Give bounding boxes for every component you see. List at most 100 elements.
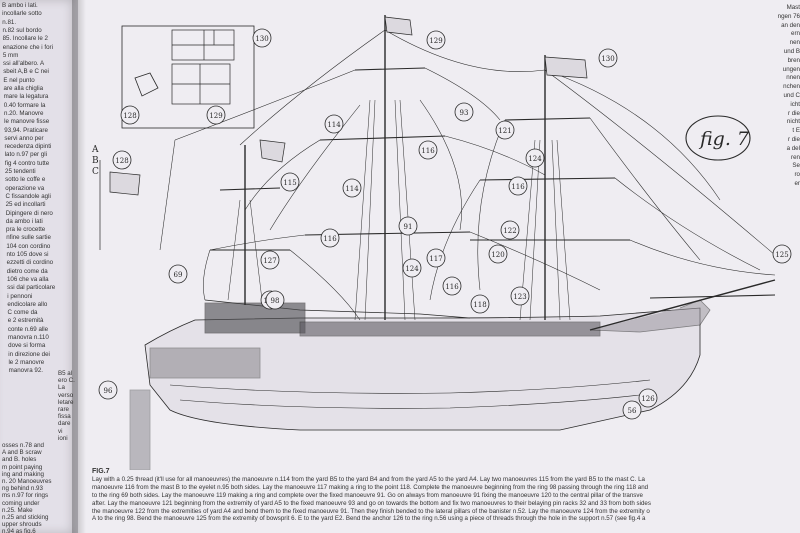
callout-circle: [622, 400, 642, 420]
callout-circle: [500, 220, 520, 240]
caption-line: after. Lay the manoeuvre 121 beginning f…: [92, 499, 651, 507]
fig-label-oval: [685, 115, 751, 161]
callout-circle: [398, 216, 418, 236]
callout-number: 96: [104, 387, 113, 395]
left-column-line: 93,94. Praticare: [4, 126, 48, 134]
callout-number: 129: [209, 112, 222, 120]
header-text-line: t E: [792, 127, 800, 135]
left-column-line: letare: [58, 398, 74, 406]
callout-circle: [488, 244, 508, 264]
callout-circle: [418, 140, 438, 160]
callout-circle: [402, 258, 422, 278]
flag-detail-box: [121, 25, 255, 129]
header-text-line: Se: [792, 162, 800, 170]
left-column-line: verso: [58, 391, 74, 399]
callout-circle: [320, 228, 340, 248]
masts: [244, 15, 776, 331]
left-column-line: are alla chiglia: [3, 85, 44, 92]
fore-flag: [259, 139, 286, 163]
callout-number: 126: [641, 395, 655, 403]
callout-number: 117: [429, 255, 442, 263]
header-text-line: bren: [787, 56, 800, 64]
callout-circle: [426, 30, 446, 50]
left-column-line: sbeit A,B e C nei: [3, 68, 49, 76]
caption-line: the manoeuvre 122 from the extremities o…: [92, 507, 650, 515]
header-text-line: nicht: [786, 118, 800, 126]
left-column-line: le manovre fisse: [4, 118, 50, 126]
callout-circle: [168, 264, 188, 284]
flags: [99, 16, 588, 250]
left-column-line: ioni: [58, 434, 68, 442]
left-column-line: 0.40 formare la: [3, 101, 46, 109]
left-column-line: B5 al: [58, 370, 73, 377]
callout-circle: [442, 276, 462, 296]
callout-number: 124: [405, 265, 419, 273]
left-column-line: endicolare allo: [7, 300, 48, 308]
left-column-line: A and B scraw: [2, 449, 42, 457]
flag-letter-a: A: [91, 145, 99, 155]
left-column-line: nfine sulle sartie: [6, 234, 51, 242]
caption-line: Lay with a 0.25 thread (it'll use for al…: [92, 475, 645, 483]
left-column-line: n. 20 Manoeuvres: [2, 478, 52, 485]
header-text-line: a del: [786, 144, 800, 152]
left-column-line: n.94 as fig.6: [2, 528, 36, 533]
page-fold-shadow: [72, 0, 86, 533]
callout-number: 116: [511, 183, 525, 191]
callout-circle: [772, 244, 792, 264]
callout-circle: [324, 114, 344, 134]
left-column-line: 25 tendenti: [5, 168, 36, 175]
callout-circle: [470, 294, 490, 314]
callout-number: 93: [460, 109, 469, 117]
callout-circle: [638, 388, 658, 408]
callout-number: 128: [115, 157, 128, 165]
left-column-line: e 2 estremità: [7, 317, 44, 325]
callout-circle: [280, 172, 300, 192]
left-column-line: pra le crocette: [6, 226, 46, 234]
left-column-line: conte n.69 alle: [7, 325, 49, 333]
header-text-line: und B: [783, 47, 800, 55]
callout-circle: [120, 105, 140, 125]
callout-number: 130: [601, 55, 614, 63]
left-column-line: enazione che i fori: [2, 43, 53, 51]
callout-circle: [525, 148, 545, 168]
left-column-line: ezzetti di cordino: [6, 259, 54, 267]
flag-129-detail: [171, 29, 235, 105]
header-text-line: ungen: [782, 65, 800, 73]
callout-number: 115: [283, 179, 296, 187]
left-column-line: n.25 and sticking: [2, 514, 49, 521]
left-column-line: n.81.: [2, 18, 17, 26]
callout-number: 114: [327, 121, 341, 129]
callout-circle: [342, 178, 362, 198]
left-column-line: i pennoni: [7, 292, 33, 300]
header-text-line: r die: [787, 109, 800, 117]
header-text-line: an den: [781, 21, 800, 29]
flag-letter-c: C: [92, 167, 99, 177]
left-column-line: n.82 sul bordo: [2, 26, 42, 34]
header-text-line: ngen 76: [777, 12, 800, 20]
left-column-line: 25 ed incollarti: [5, 201, 46, 209]
left-column-line: m point paying: [2, 463, 43, 471]
callout-circle: [510, 286, 530, 306]
figure-caption: FIG.7 Lay with a 0.25 thread (it'll use …: [92, 468, 798, 523]
flag-letters: A B C: [91, 145, 99, 177]
callout-circle: [508, 176, 528, 196]
left-column-line: 5 mm: [2, 51, 19, 59]
callout-number: 69: [174, 271, 183, 279]
left-column-line: La: [58, 384, 65, 392]
left-column-line: vi: [58, 427, 63, 435]
left-column-line: manovra n.110: [8, 334, 49, 341]
callout-circle: [265, 290, 285, 310]
left-column-line: servi anno per: [4, 134, 44, 142]
callout-circle: [495, 120, 515, 140]
callout-number: 125: [775, 251, 788, 259]
main-flag: [384, 16, 413, 36]
flag-letter-b: B: [92, 156, 99, 166]
callout-circle: [598, 48, 618, 68]
callout-circle: [454, 102, 474, 122]
left-column-line: dare: [58, 420, 71, 428]
left-column-line: ng behind n.93: [2, 485, 43, 493]
callout-circle: [206, 105, 226, 125]
callout-number: 120: [491, 251, 504, 259]
